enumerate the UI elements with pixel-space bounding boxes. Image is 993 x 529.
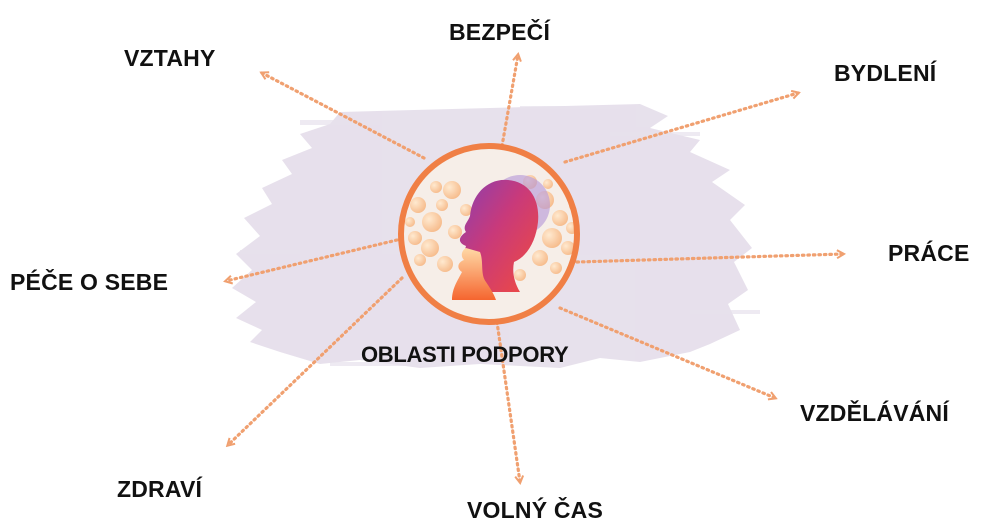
center-illustration: [401, 146, 579, 322]
area-label-volny: VOLNÝ ČAS: [467, 497, 603, 524]
area-label-bezpeci: BEZPEČÍ: [449, 19, 550, 46]
area-label-bydleni: BYDLENÍ: [834, 60, 936, 87]
area-label-pece: PÉČE O SEBE: [10, 269, 168, 296]
area-label-prace: PRÁCE: [888, 240, 970, 267]
center-label: OBLASTI PODPORY: [361, 342, 568, 368]
area-label-vztahy: VZTAHY: [124, 45, 216, 72]
area-label-vzdelavani: VZDĚLÁVÁNÍ: [800, 400, 949, 427]
area-label-zdravi: ZDRAVÍ: [117, 476, 202, 503]
